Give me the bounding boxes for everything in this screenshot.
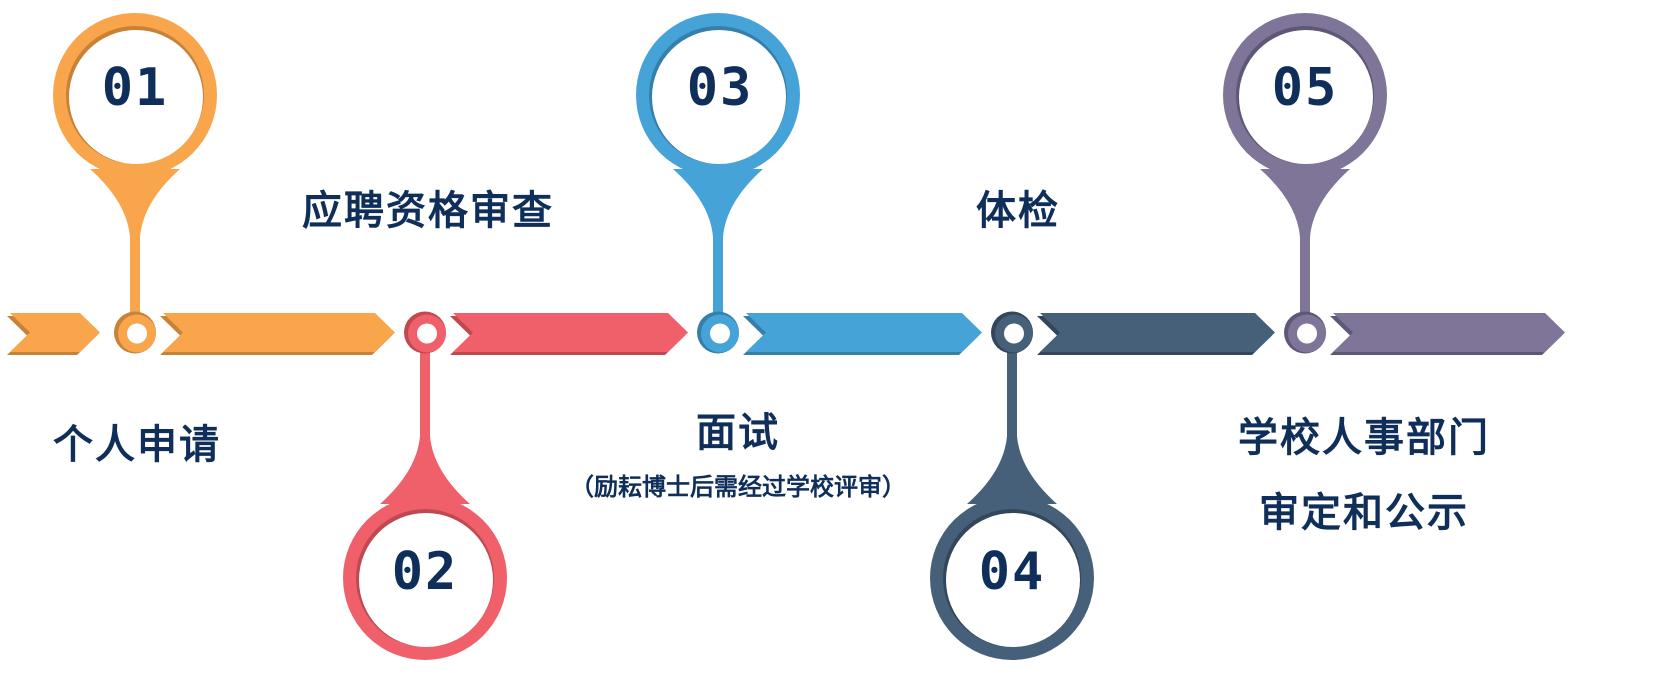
pin-stem-4 <box>967 352 1057 504</box>
pin-stem-5 <box>1260 169 1350 313</box>
node-ring-hole-5 <box>1297 323 1317 344</box>
pin-head-face-1 <box>69 30 203 164</box>
pin-stem-1 <box>90 169 180 313</box>
arrow-segment-5 <box>1333 313 1565 352</box>
step-sublabel-03: （励耘博士后需经过学校评审） <box>570 473 906 501</box>
step-number-02: 02 <box>391 542 459 602</box>
arrow-segment-2 <box>453 313 688 352</box>
node-ring-hole-1 <box>127 323 147 344</box>
arrow-segment-3 <box>746 313 982 352</box>
arrow-segment-1 <box>163 313 395 352</box>
pin-stem-3 <box>673 169 763 313</box>
node-ring-hole-3 <box>710 323 730 344</box>
step-number-01: 01 <box>101 58 169 118</box>
step-label-05-line2: 审定和公示 <box>1259 490 1469 536</box>
step-label-01: 个人申请 <box>53 422 221 468</box>
step-number-04: 04 <box>978 542 1046 602</box>
step-number-03: 03 <box>686 58 754 118</box>
pin-head-face-5 <box>1239 30 1373 164</box>
node-ring-hole-2 <box>417 323 437 344</box>
step-label-04: 体检 <box>976 188 1060 234</box>
pin-head-face-2 <box>359 513 493 647</box>
arrow-segment-start <box>10 313 100 352</box>
pin-stem-2 <box>380 352 470 504</box>
step-label-02: 应聘资格审查 <box>302 188 554 234</box>
node-ring-hole-4 <box>1004 323 1024 344</box>
step-label-03: 面试 <box>696 410 780 456</box>
pin-head-face-4 <box>946 513 1080 647</box>
step-label-05: 学校人事部门 <box>1238 415 1490 461</box>
step-number-05: 05 <box>1271 58 1339 118</box>
pin-head-face-3 <box>652 30 786 164</box>
arrow-segment-4 <box>1040 313 1275 352</box>
